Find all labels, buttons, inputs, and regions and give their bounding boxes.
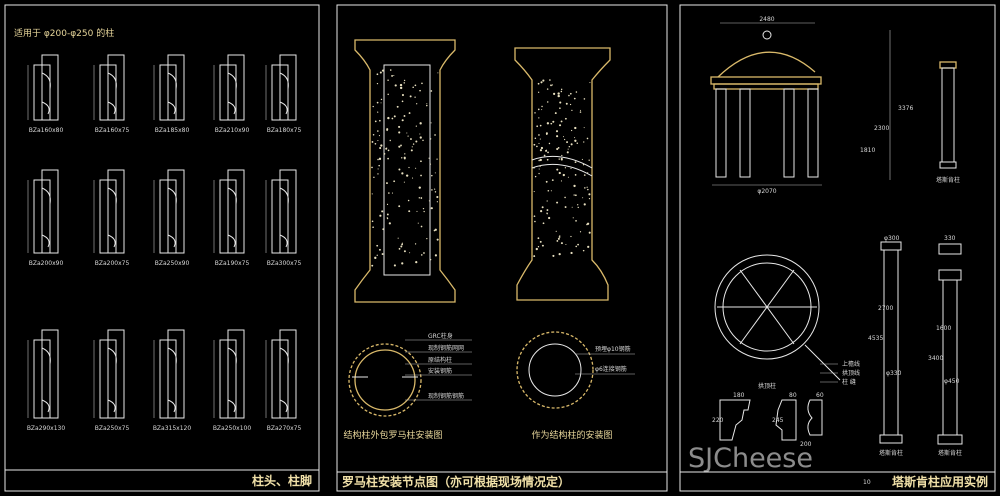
page-number: 10 — [863, 479, 871, 486]
dim-label: 4535 — [868, 335, 883, 342]
molding-profile: BZa290x130 — [27, 329, 66, 432]
section-label: 安装钢筋 — [428, 367, 452, 375]
panel-1-title: 柱头、柱脚 — [252, 473, 312, 488]
dim-label: 1600 — [936, 325, 951, 332]
column-dims: φ300 4535 2700 φ330 330 3400 1600 φ450 — [868, 235, 960, 385]
profile-label: BZa250x90 — [155, 260, 190, 267]
section-label: 现制钢筋网网 — [428, 344, 464, 352]
dim-label: 3400 — [928, 355, 943, 362]
profile-label: BZa270x75 — [267, 425, 302, 432]
section-label: φ6连接钢筋 — [595, 365, 627, 373]
dim-shaft-height: 1810 — [860, 147, 875, 154]
molding-profile: BZa180x75 — [265, 54, 302, 134]
plan-label: 拱顶线 — [842, 369, 860, 377]
panel-1-frame — [4, 4, 320, 492]
small-profiles — [719, 399, 823, 441]
plan-caption: 拱顶柱 — [758, 382, 776, 390]
side-column-caption: 塔斯肯柱 — [936, 176, 960, 184]
column-elevation-right — [514, 47, 611, 301]
dim-label: φ300 — [884, 235, 900, 242]
section-label: GRC柱身 — [428, 332, 453, 340]
profile-label: BZa250x75 — [95, 425, 130, 432]
dim-label: 60 — [816, 392, 824, 399]
dim-column-height: 2300 — [874, 125, 889, 132]
molding-profile: BZa200x90 — [27, 169, 64, 267]
right-section-caption: 作为结构柱的安装图 — [531, 429, 612, 441]
dim-width: 2480 — [759, 16, 774, 23]
profile-label: BZa180x75 — [267, 127, 302, 134]
molding-profile: BZa250x90 — [153, 169, 190, 267]
molding-profile: BZa300x75 — [265, 169, 302, 267]
molding-profile: BZa200x75 — [93, 169, 130, 267]
section-plan-right — [516, 331, 594, 409]
section-plan-left — [348, 343, 422, 417]
profile-label: BZa190x75 — [215, 260, 250, 267]
profile-label: BZa210x90 — [215, 127, 250, 134]
molding-profile: BZa315x120 — [153, 329, 192, 432]
dim-label: 80 — [789, 392, 797, 399]
plan-label: 柱 缝 — [842, 378, 856, 386]
profile-label: BZa300x75 — [267, 260, 302, 267]
left-section-caption: 结构柱外包罗马柱安装图 — [343, 429, 442, 441]
dim-label: 220 — [712, 417, 724, 424]
panel-3-title: 塔斯肯柱应用实例 — [892, 474, 988, 489]
dim-label: φ330 — [886, 370, 902, 377]
profile-label: BZa250x100 — [213, 425, 252, 432]
profile-label: BZa160x75 — [95, 127, 130, 134]
molding-profile: BZa270x75 — [265, 329, 302, 432]
dim-label: 200 — [800, 441, 812, 448]
molding-profile: BZa160x80 — [27, 54, 64, 134]
panel-2-frame — [336, 4, 668, 492]
column-caption-2: 塔斯肯柱 — [938, 449, 962, 457]
section-label: 现制钢筋钢筋 — [428, 392, 464, 400]
profile-label: BZa200x75 — [95, 260, 130, 267]
molding-profile: BZa160x75 — [93, 54, 130, 134]
tuscan-columns — [879, 241, 963, 445]
molding-profile: BZa250x100 — [213, 329, 252, 432]
profile-label: BZa160x80 — [29, 127, 64, 134]
profile-label: BZa290x130 — [27, 425, 66, 432]
molding-profile: BZa190x75 — [213, 169, 250, 267]
profile-label: BZa200x90 — [29, 260, 64, 267]
dim-label: φ450 — [944, 378, 960, 385]
molding-profile: BZa210x90 — [213, 54, 250, 134]
dim-label: 180 — [733, 392, 745, 399]
molding-profile: BZa185x80 — [153, 54, 190, 134]
panel-3-frame — [679, 4, 996, 492]
column-caption-1: 塔斯肯柱 — [879, 449, 903, 457]
molding-profile: BZa250x75 — [93, 329, 130, 432]
dim-label: 245 — [772, 417, 784, 424]
column-elevation-left — [354, 39, 456, 303]
dome-plan — [714, 254, 841, 381]
right-section-labels: 预埋φ10钢筋 φ6连接钢筋 — [575, 345, 635, 375]
profile-label: BZa185x80 — [155, 127, 190, 134]
dim-label: 330 — [944, 235, 956, 242]
panel-2-title: 罗马柱安装节点图（亦可根据现场情况定） — [342, 474, 570, 489]
gazebo-elevation — [710, 22, 891, 186]
dim-diameter: φ2070 — [757, 188, 776, 195]
watermark: SJCheese — [688, 443, 813, 474]
section-label: 预埋φ10钢筋 — [595, 345, 631, 353]
dim-height: 3376 — [898, 105, 913, 112]
plan-label: 上檐线 — [842, 360, 860, 368]
side-column — [939, 61, 957, 169]
dim-label: 2700 — [878, 305, 893, 312]
profile-label: BZa315x120 — [153, 425, 192, 432]
small-profile-dims: 180 220 80 245 60 200 — [712, 392, 824, 448]
applicability-note: 适用于 φ200-φ250 的柱 — [14, 27, 114, 39]
section-label: 原结构柱 — [428, 356, 452, 364]
